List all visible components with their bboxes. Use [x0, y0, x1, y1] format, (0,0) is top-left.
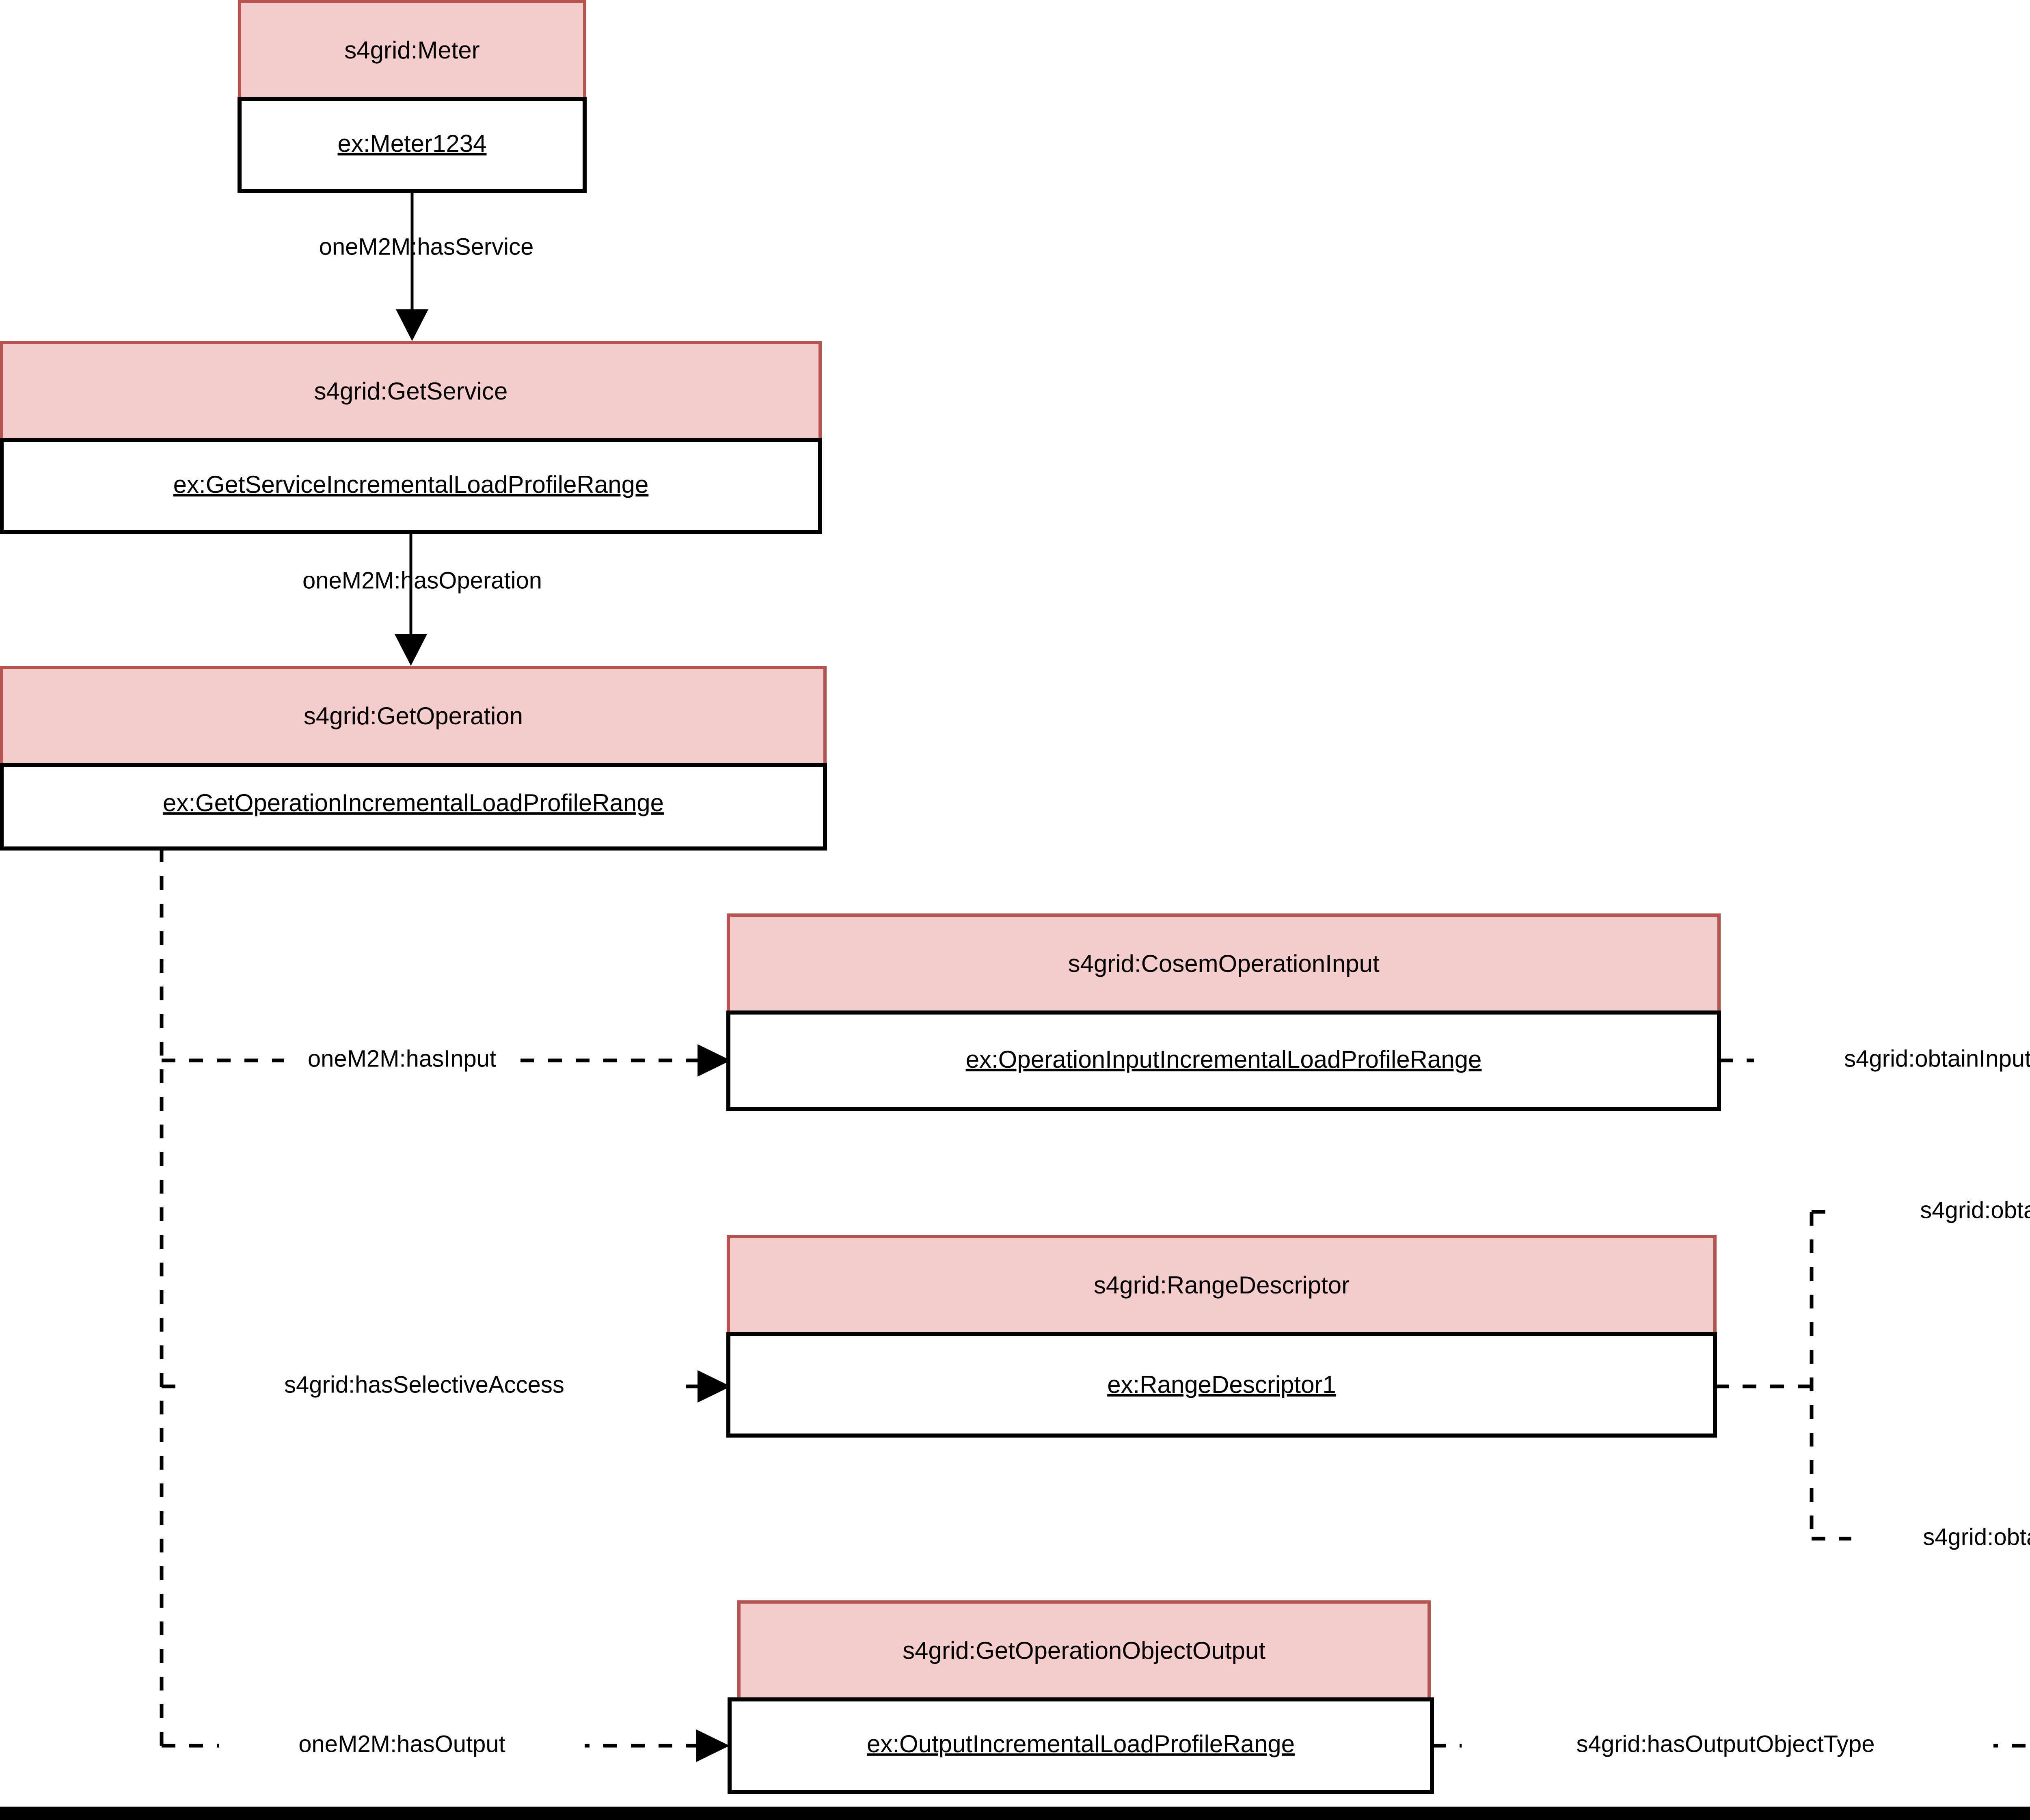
edge-hasoperation[interactable]: oneM2M:hasOperation	[302, 532, 542, 666]
node-meter[interactable]: s4grid:Meter ex:Meter1234	[238, 0, 587, 193]
edge-obtainfromvalue-label: s4grid:obtainFromValue	[1920, 1197, 2030, 1223]
node-rangedescriptor[interactable]: s4grid:RangeDescriptor ex:RangeDescripto…	[726, 1235, 1717, 1438]
node-opinput[interactable]: s4grid:CosemOperationInput ex:OperationI…	[726, 913, 1721, 1111]
edge-hasoutputobjecttype-label-bg	[1462, 1729, 1993, 1764]
node-objectoutput[interactable]: s4grid:GetOperationObjectOutput ex:Outpu…	[728, 1600, 1434, 1794]
edge-hasoperation-label: oneM2M:hasOperation	[302, 567, 542, 594]
edge-selectiveaccess-arrowhead	[698, 1370, 731, 1403]
edge-obis[interactable]: s4grid:obtainInputFromObis	[1719, 1043, 2030, 1078]
edge-hasinput-label-text: oneM2M:hasInput	[308, 1045, 496, 1072]
node-opinput-header-box	[727, 913, 1721, 1014]
edge-obis-label: s4grid:obtainInputFromObis	[1844, 1045, 2030, 1072]
node-getservice-instance-label: ex:GetServiceIncrementalLoadProfileRange	[173, 471, 649, 498]
node-opinput-class-label: s4grid:CosemOperationInput	[1068, 950, 1379, 977]
node-meter-body-box	[238, 97, 587, 193]
edge-hasinput-arrowhead	[698, 1044, 731, 1077]
node-objectoutput-header-box	[737, 1600, 1431, 1701]
bottom-frame-bar	[0, 1807, 2030, 1820]
node-opinput-body-box	[726, 1010, 1721, 1111]
edge-obtaintovalue-label: s4grid:obtainToValue	[1923, 1524, 2030, 1550]
node-getoperation-class-label: s4grid:GetOperation	[304, 702, 523, 730]
edge-selectiveaccess[interactable]: s4grid:hasSelectiveAccess	[162, 1369, 731, 1404]
edge-hasoperation-arrowhead	[395, 634, 427, 666]
node-getoperation-instance-label: ex:GetOperationIncrementalLoadProfileRan…	[163, 789, 664, 816]
edge-hasinput-label-bg	[284, 1043, 520, 1078]
node-getoperation-header-box	[0, 666, 827, 766]
edge-hasservice-label: oneM2M:hasService	[319, 233, 534, 260]
node-objectoutput-body-box	[728, 1697, 1434, 1794]
edge-hasoutput-label-bg	[219, 1729, 585, 1764]
edge-hasoutput-arrowhead	[696, 1729, 730, 1762]
node-meter-instance-label: ex:Meter1234	[338, 130, 487, 157]
node-getservice-class-label: s4grid:GetService	[314, 378, 508, 405]
edge-obtaintovalue-label-bg	[1851, 1522, 2030, 1557]
node-meter-header-box	[238, 0, 586, 101]
edge-obis-label-bg	[1754, 1043, 2030, 1078]
rangedescriptor-branch-connector	[1715, 1212, 1814, 1539]
node-rangedescriptor-header-box	[727, 1235, 1717, 1336]
edge-obtaintovalue[interactable]: s4grid:obtainToValue	[1812, 1522, 2030, 1557]
node-rangedescriptor-class-label: s4grid:RangeDescriptor	[1094, 1272, 1350, 1299]
edge-hasoutputobjecttype[interactable]: s4grid:hasOutputObjectType	[1432, 1729, 2030, 1764]
node-objectoutput-instance-label: ex:OutputIncrementalLoadProfileRange	[867, 1730, 1295, 1757]
node-objectoutput-class-label: s4grid:GetOperationObjectOutput	[903, 1637, 1266, 1664]
edge-selectiveaccess-label-bg	[179, 1369, 674, 1404]
node-getservice[interactable]: s4grid:GetService ex:GetServiceIncrement…	[0, 341, 822, 534]
node-getoperation-body-box	[0, 763, 827, 851]
edge-hasservice[interactable]: oneM2M:hasService	[319, 191, 534, 341]
edge-hasoutputobjecttype-label: s4grid:hasOutputObjectType	[1576, 1731, 1875, 1757]
node-meter-class-label: s4grid:Meter	[344, 37, 479, 64]
edge-hasinput[interactable]: oneM2M:hasInput oneM2M:hasInput	[162, 1043, 731, 1078]
node-rangedescriptor-body-box	[726, 1332, 1717, 1438]
edge-hasoutput-label: oneM2M:hasOutput	[298, 1731, 505, 1757]
edge-hasservice-arrowhead	[396, 309, 428, 341]
edge-hasoutput[interactable]: oneM2M:hasOutput	[162, 1729, 730, 1764]
edge-selectiveaccess-label: s4grid:hasSelectiveAccess	[284, 1371, 564, 1398]
node-getoperation[interactable]: s4grid:GetOperation ex:GetOperationIncre…	[0, 666, 827, 851]
node-opinput-instance-label: ex:OperationInputIncrementalLoadProfileR…	[966, 1046, 1482, 1073]
edge-obtainfromvalue-label-bg	[1839, 1195, 2030, 1230]
node-rangedescriptor-instance-label: ex:RangeDescriptor1	[1107, 1371, 1336, 1398]
edge-obtainfromvalue[interactable]: s4grid:obtainFromValue	[1812, 1195, 2030, 1230]
